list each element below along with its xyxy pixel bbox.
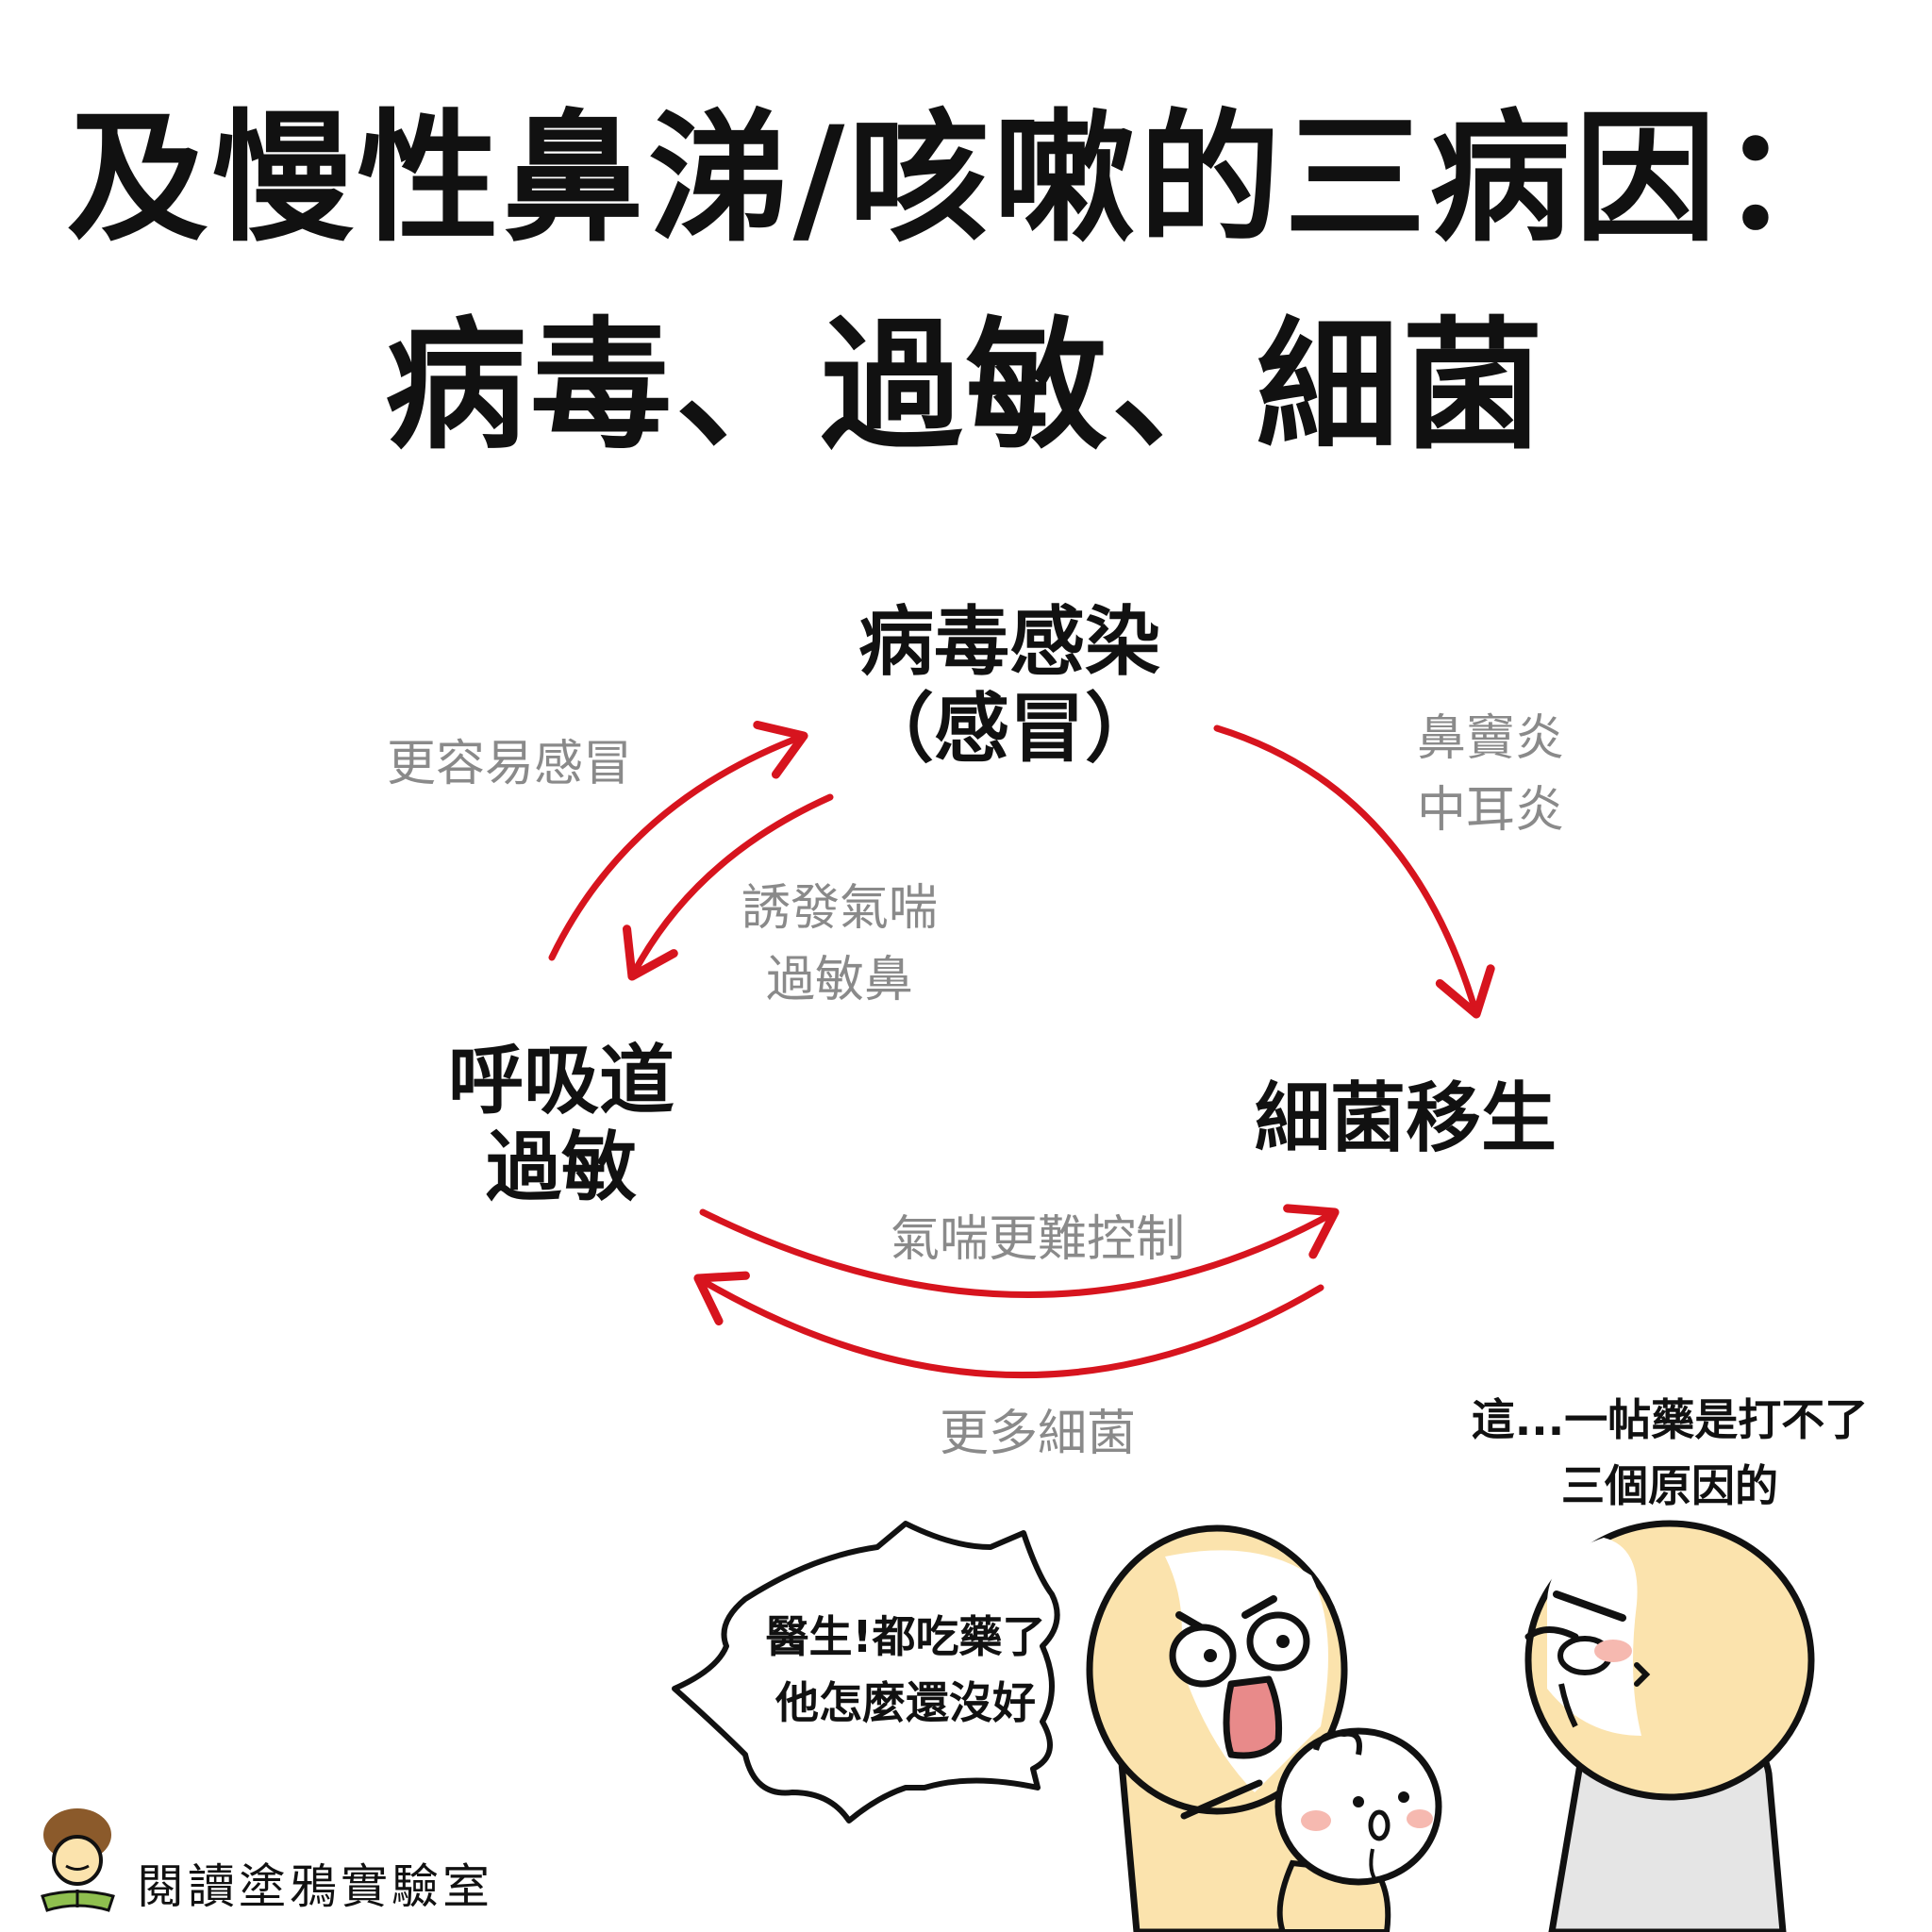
parent-character bbox=[1086, 1524, 1348, 1932]
label-asthma-trigger-line-2: 過敏鼻 bbox=[765, 952, 913, 1008]
label-more-bacteria: 更多細菌 bbox=[939, 1406, 1136, 1462]
node-virus-line-2: （感冒） bbox=[858, 685, 1160, 773]
label-asthma-trigger-line-1: 誘發氣喘 bbox=[741, 880, 938, 937]
speech-parent-line-2: 他怎麼還沒好 bbox=[775, 1677, 1036, 1728]
node-virus-line-1: 病毒感染 bbox=[858, 598, 1160, 686]
speech-parent: 醫生!都吃藥了 他怎麼還沒好 bbox=[750, 1604, 1061, 1736]
title-line-2: 病毒、過敏、細菌 bbox=[384, 305, 1547, 469]
speech-doctor: 這...一帖藥是打不了 三個原因的 bbox=[1453, 1387, 1887, 1519]
baby-character bbox=[1274, 1727, 1442, 1932]
node-allergy-line-1: 呼吸道 bbox=[448, 1037, 675, 1124]
speech-doctor-line-2: 三個原因的 bbox=[1561, 1460, 1778, 1511]
arrow-bacteria-to-allergy bbox=[693, 1271, 1324, 1378]
brand-name: 閱讀塗鴉實驗室 bbox=[137, 1859, 493, 1914]
node-bacterial-colonization: 細菌移生 bbox=[1255, 1074, 1557, 1162]
label-sinusitis: 鼻竇炎 中耳炎 bbox=[1396, 703, 1585, 846]
doctor-character bbox=[1524, 1520, 1815, 1932]
node-allergy-line-2: 過敏 bbox=[486, 1124, 637, 1211]
speech-doctor-line-1: 這...一帖藥是打不了 bbox=[1471, 1394, 1869, 1445]
arrow-virus-to-allergy bbox=[623, 793, 834, 981]
label-sinusitis-line-2: 中耳炎 bbox=[1416, 782, 1564, 839]
node-virus-infection: 病毒感染 （感冒） bbox=[821, 599, 1198, 773]
speech-bubble-parent bbox=[672, 1521, 1060, 1824]
speech-parent-line-1: 醫生!都吃藥了 bbox=[765, 1611, 1046, 1662]
brand-logo-icon bbox=[41, 1808, 115, 1912]
arrow-allergy-to-virus bbox=[548, 720, 808, 961]
label-sinusitis-line-1: 鼻竇炎 bbox=[1416, 710, 1564, 767]
title-line-1: 及慢性鼻涕/咳嗽的三病因： bbox=[66, 97, 1866, 261]
arrow-allergy-to-bacteria bbox=[699, 1204, 1340, 1298]
label-asthma-trigger: 誘發氣喘 過敏鼻 bbox=[722, 873, 958, 1016]
label-more-colds: 更容易感冒 bbox=[386, 736, 632, 792]
label-asthma-harder: 氣喘更難控制 bbox=[890, 1211, 1185, 1268]
arrow-virus-to-bacteria bbox=[1213, 724, 1495, 1019]
node-respiratory-allergy: 呼吸道 過敏 bbox=[415, 1038, 708, 1211]
